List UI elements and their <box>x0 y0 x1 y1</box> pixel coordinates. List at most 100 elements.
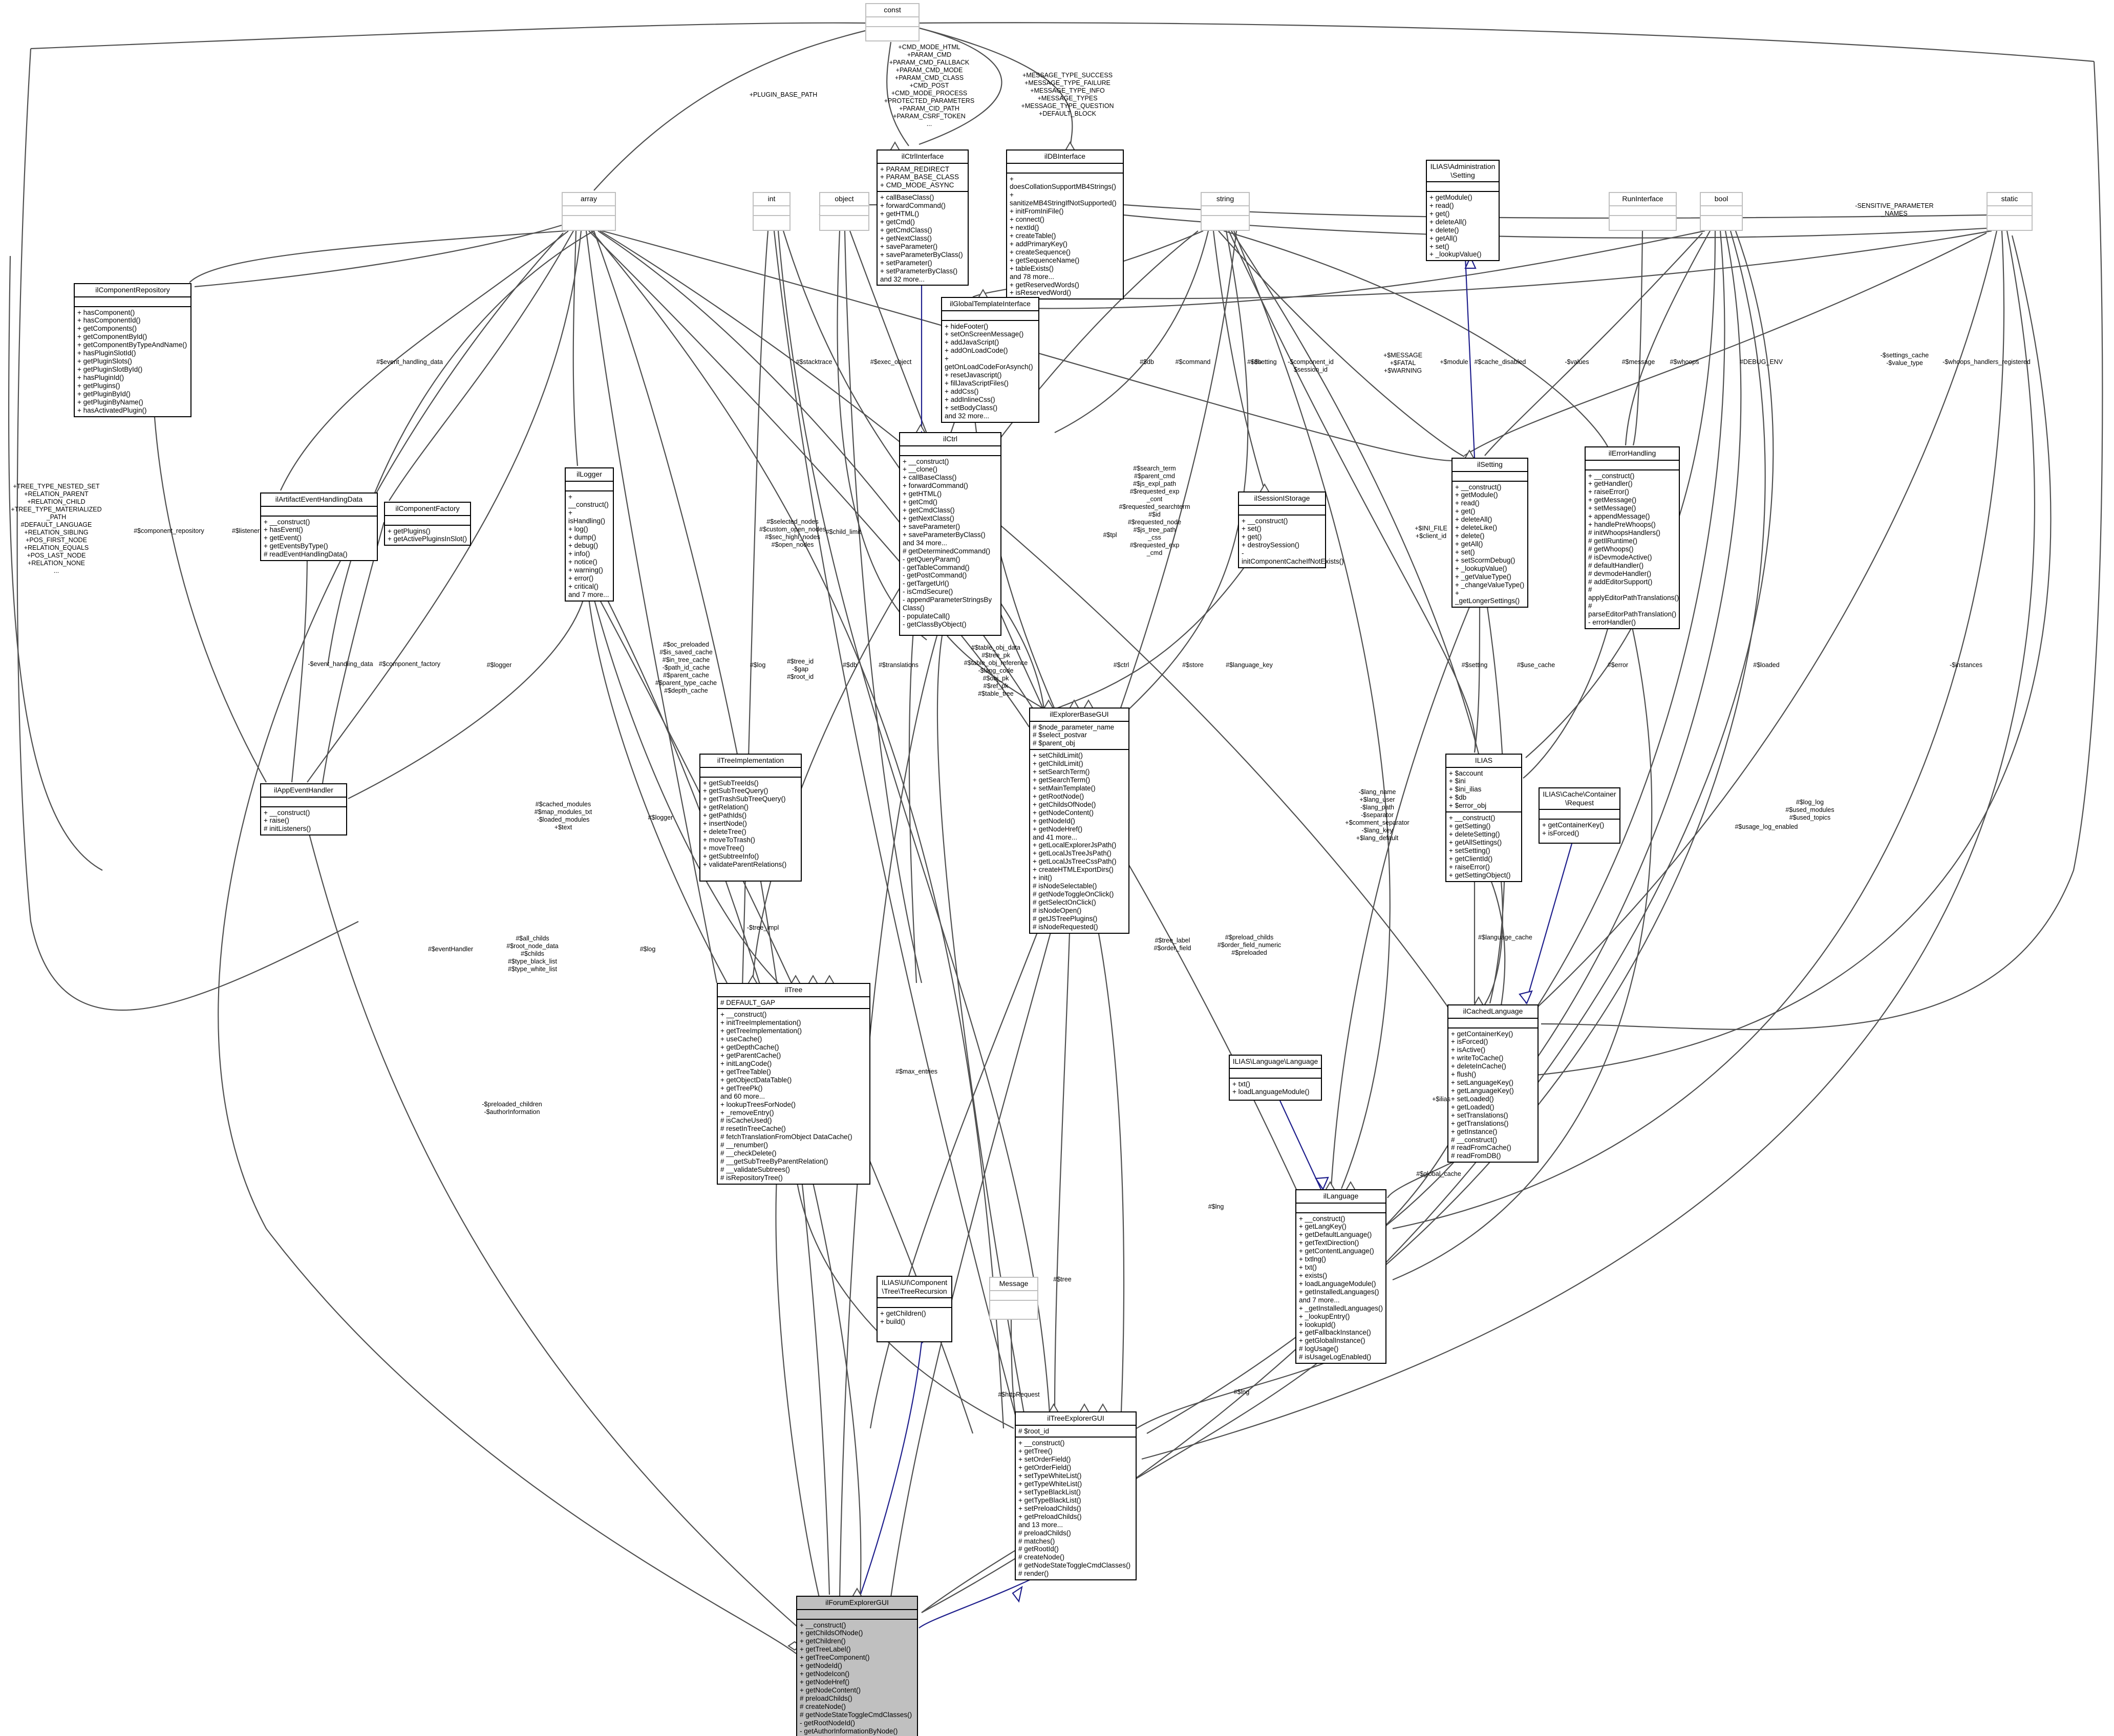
operation-row: + getNextClass() <box>880 234 932 242</box>
class-operations: + __construct()+ __clone()+ callBaseClas… <box>900 455 1000 630</box>
class-node-int[interactable]: int <box>753 192 791 231</box>
operation-row: + setSearchTerm() <box>1033 768 1090 776</box>
operation-row: + getTree() <box>1018 1447 1053 1455</box>
operation-row: + getTypeBlackList() <box>1018 1496 1081 1504</box>
class-node-ilCtrlInterface[interactable]: ilCtrlInterface+ PARAM_REDIRECT+ PARAM_B… <box>877 149 969 286</box>
class-node-Message[interactable]: Message <box>989 1277 1038 1320</box>
class-node-ilDBInterface[interactable]: ilDBInterface+ doesCollationSupportMB4St… <box>1006 149 1124 300</box>
class-node-array[interactable]: array <box>562 192 616 231</box>
class-node-ILIAS-UI-Component-Tree-TreeRecursion[interactable]: ILIAS\UI\Component \Tree\TreeRecursion + … <box>877 1276 952 1342</box>
edge-label-lbl-lang-name: -$lang_name +$lang_user -$lang_path -$se… <box>1345 788 1410 842</box>
class-attributes <box>1427 181 1499 191</box>
class-operations <box>820 215 868 225</box>
class-operations: + __construct()+ initTreeImplementation(… <box>718 1008 869 1183</box>
operation-row: + setSetting() <box>1449 846 1490 854</box>
operation-row: + getPathIds() <box>703 811 747 820</box>
operation-row: + createSequence() <box>1010 248 1071 256</box>
attribute-row: + $ini <box>1449 777 1466 785</box>
class-node-ilForumExplorerGUI[interactable]: ilForumExplorerGUI+ __construct()+ getCh… <box>796 1596 918 1736</box>
class-node-static[interactable]: static <box>1987 192 2033 231</box>
edge-label-lbl-log-log: #$log_log #$used_modules #$used_topics <box>1785 799 1834 821</box>
operation-row: + exists() <box>1299 1271 1328 1279</box>
class-node-ILIAS-Cache-Container-Request[interactable]: ILIAS\Cache\Container \Request+ getConta… <box>1539 787 1620 844</box>
attribute-row: # $parent_obj <box>1033 739 1075 747</box>
operation-row: # getJSTreePlugins() <box>1033 914 1098 923</box>
class-node-ilSetting[interactable]: ilSetting+ __construct()+ getModule()+ r… <box>1451 458 1528 608</box>
operation-row: + nextId() <box>1010 224 1039 232</box>
operation-row: + getCmd() <box>903 498 937 506</box>
class-node-ilGlobalTemplateInterface[interactable]: ilGlobalTemplateInterface+ hideFooter()+… <box>941 297 1039 423</box>
operation-row: + hasPluginSlotId() <box>77 349 136 357</box>
class-name: ilComponentFactory <box>395 504 460 512</box>
class-node-ilCachedLanguage[interactable]: ilCachedLanguage+ getContainerKey()+ isF… <box>1447 1004 1539 1163</box>
class-node-ilTree[interactable]: ilTree# DEFAULT_GAP+ __construct()+ init… <box>717 983 870 1185</box>
class-name: ILIAS <box>1475 756 1493 764</box>
operation-row: + getTreeComponent() <box>800 1654 870 1662</box>
operation-row: # isNodeSelectable() <box>1033 882 1097 890</box>
operation-row: + createTable() <box>1010 231 1056 240</box>
operation-row: + __construct() <box>800 1621 846 1629</box>
class-node-ilArtifactEventHandlingData[interactable]: ilArtifactEventHandlingData+ __construct… <box>260 492 378 562</box>
class-node-const[interactable]: const <box>865 3 920 41</box>
class-node-ilLogger[interactable]: ilLogger+ __construct()+ isHandling()+ l… <box>565 467 614 602</box>
class-name: ILIAS\UI\Component \Tree\TreeRecursion <box>881 1278 948 1295</box>
operation-row: + addJavaScript() <box>945 338 999 347</box>
class-node-ilExplorerBaseGUI[interactable]: ilExplorerBaseGUI# $node_parameter_name#… <box>1029 708 1129 934</box>
operation-row: + _getInstalledLanguages() <box>1299 1304 1383 1312</box>
edge-label-lbl-preload-childs: #$preload_childs #$order_field_numeric #… <box>1217 934 1282 956</box>
edge-label-lbl-stacktrace: #$stacktrace <box>796 358 832 366</box>
class-name: ilDBInterface <box>1044 152 1086 160</box>
operation-row: + initFromIniFile() <box>1010 207 1064 216</box>
class-node-ilComponentFactory[interactable]: ilComponentFactory+ getPlugins()+ getAct… <box>384 502 471 546</box>
class-node-ILIAS-Administration-Setting[interactable]: ILIAS\Administration \Setting+ getModule… <box>1426 160 1500 262</box>
operation-row: and 34 more... <box>903 539 948 547</box>
operation-row: + loadLanguageModule() <box>1232 1088 1310 1096</box>
operation-row: - errorHandler() <box>1588 618 1636 627</box>
class-name: ilForumExplorerGUI <box>825 1598 889 1606</box>
class-node-ilTreeImplementation[interactable]: ilTreeImplementation+ getSubTreeIds()+ g… <box>699 754 802 882</box>
class-name: bool <box>1714 195 1728 203</box>
class-node-ilAppEventHandler[interactable]: ilAppEventHandler+ __construct()+ raise(… <box>260 783 347 836</box>
class-attributes <box>1586 459 1679 469</box>
class-name: ILIAS\Cache\Container \Request <box>1543 790 1616 807</box>
class-node-ilCtrl[interactable]: ilCtrl+ __construct()+ __clone()+ callBa… <box>899 432 1001 636</box>
class-operations: + getChildren()+ build() <box>878 1307 951 1327</box>
class-attributes <box>1540 809 1619 819</box>
operation-row: + writeToCache() <box>1451 1054 1504 1062</box>
edge-label-lbl-settings-cache-value-type: -$settings_cache -$value_type <box>1880 352 1929 367</box>
edge-label-lbl-translations: #$translations <box>879 661 919 669</box>
operation-row: + deleteInCache() <box>1451 1062 1506 1070</box>
operation-row: + setTypeWhiteList() <box>1018 1472 1082 1480</box>
edge-label-lbl-max-entries: #$max_entries <box>895 1068 937 1075</box>
operation-row: # getIlRuntime() <box>1588 537 1638 545</box>
operation-row: + setOnScreenMessage() <box>945 330 1024 338</box>
class-node-ilLanguage[interactable]: ilLanguage+ __construct()+ getLangKey()+… <box>1295 1189 1386 1364</box>
operation-row: + getTrashSubTreeQuery() <box>703 795 786 803</box>
class-node-ilComponentRepository[interactable]: ilComponentRepository+ hasComponent()+ h… <box>74 283 191 417</box>
class-node-bool[interactable]: bool <box>1700 192 1743 231</box>
class-node-ILIAS-Language-Language[interactable]: ILIAS\Language\Language+ txt()+ loadLang… <box>1229 1055 1322 1101</box>
operation-row: + getOrderField() <box>1018 1464 1072 1472</box>
operation-row: # isRepositoryTree() <box>720 1173 783 1182</box>
class-node-RunInterface[interactable]: RunInterface <box>1609 192 1677 231</box>
class-node-ilTreeExplorerGUI[interactable]: ilTreeExplorerGUI# $root_id+ __construct… <box>1015 1411 1137 1581</box>
operation-row: + hasActivatedPlugin() <box>77 406 147 414</box>
class-node-ILIAS[interactable]: ILIAS+ $account+ $ini+ $ini_ilias+ $db+ … <box>1445 754 1522 882</box>
edge-label-lbl-listener: #$listener <box>231 527 260 534</box>
class-attributes: + PARAM_REDIRECT+ PARAM_BASE_CLASS+ CMD_… <box>878 162 968 191</box>
operation-row: # getRootId() <box>1018 1545 1059 1553</box>
class-node-ilSessionIStorage[interactable]: ilSessionIStorage+ __construct()+ set()+… <box>1238 491 1344 569</box>
operation-row: + getChildsOfNode() <box>1033 800 1096 808</box>
class-node-object[interactable]: object <box>819 192 869 231</box>
operation-row: # isDevmodeActive() <box>1588 553 1652 561</box>
operation-row: and 60 more... <box>720 1092 765 1100</box>
operation-row: - getRootNodeId() <box>800 1719 856 1727</box>
operation-row: + getSearchTerm() <box>1033 776 1091 784</box>
attribute-row: + $ini_ilias <box>1449 785 1482 794</box>
class-node-string[interactable]: string <box>1201 192 1250 231</box>
operation-row: + get() <box>1242 533 1262 541</box>
operation-row: + __construct() <box>264 518 310 526</box>
class-node-ilErrorHandling[interactable]: ilErrorHandling+ __construct()+ getHandl… <box>1585 446 1680 630</box>
class-attributes <box>990 1290 1037 1300</box>
operation-row: + isActive() <box>1451 1046 1486 1054</box>
